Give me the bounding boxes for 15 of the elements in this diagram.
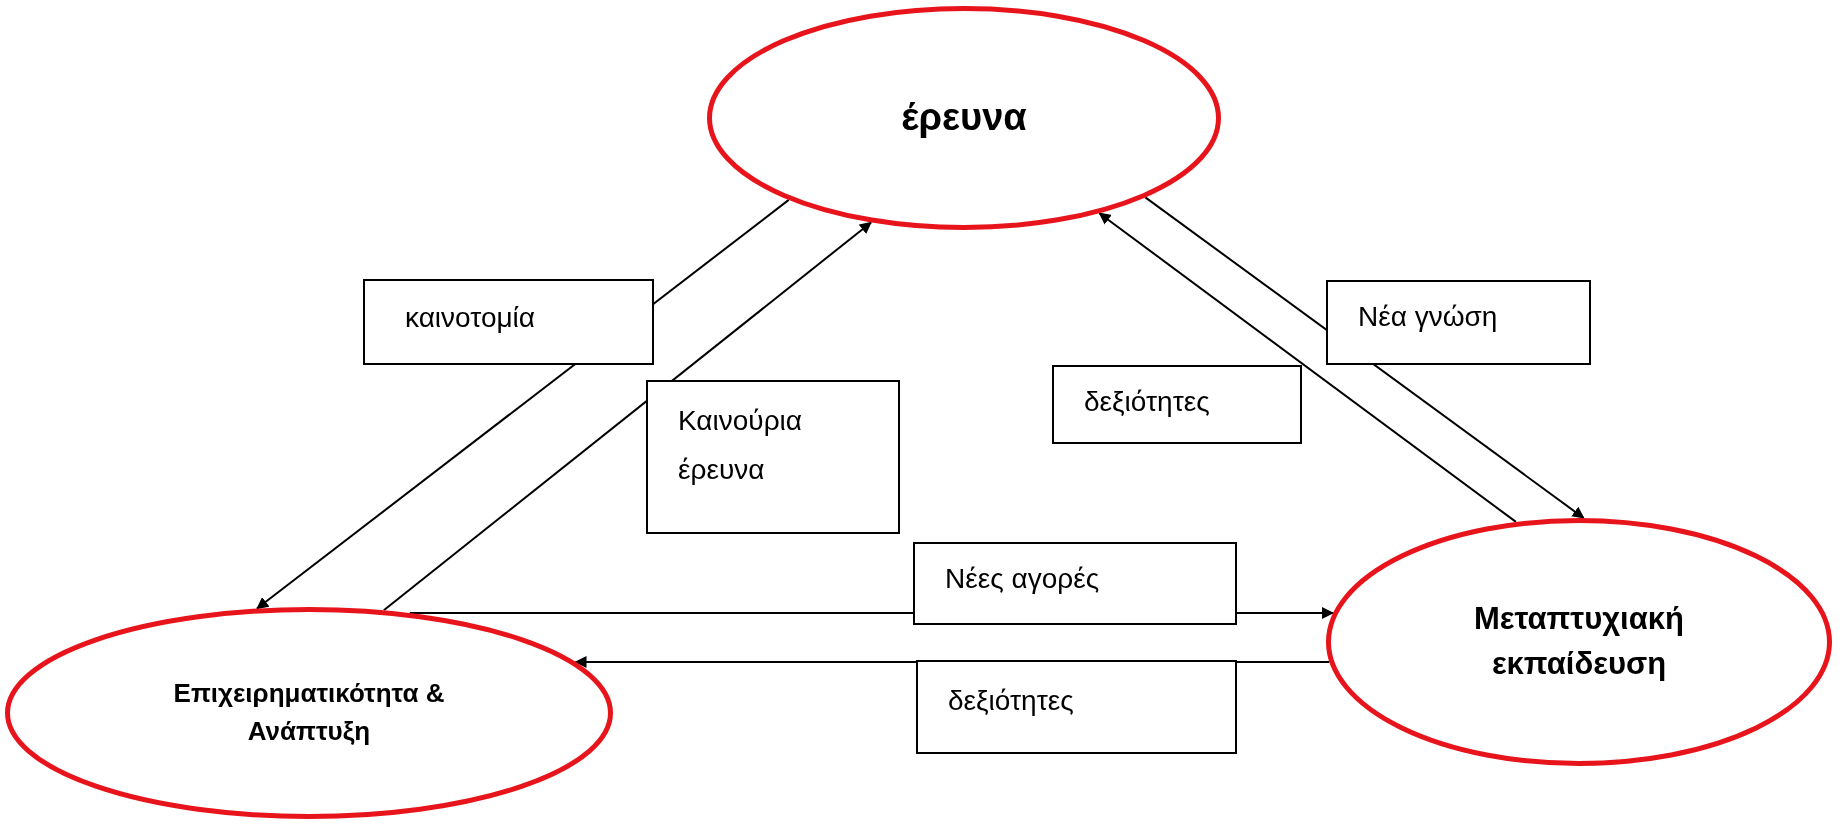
arrow — [1098, 212, 1517, 523]
edge-label: δεξιότητες — [1052, 365, 1302, 444]
edge-label: Νέες αγορές — [913, 542, 1237, 625]
edge-label: Καινούρια έρευνα — [646, 380, 900, 534]
node-label: Μεταπτυχιακή εκπαίδευση — [1473, 600, 1685, 683]
edge-label: δεξιότητες — [916, 660, 1237, 754]
ellipse-node — [707, 6, 1221, 230]
node-label: έρευνα — [901, 95, 1027, 141]
edge-label: Νέα γνώση — [1326, 280, 1591, 365]
ellipse-node — [5, 607, 613, 819]
arrow — [1144, 196, 1585, 519]
node-label: Επιχειρηματικότητα & Ανάπτυξη — [172, 677, 446, 748]
edge-label: καινοτομία — [363, 279, 654, 365]
ellipse-node — [1326, 518, 1832, 766]
arrow — [382, 221, 873, 612]
